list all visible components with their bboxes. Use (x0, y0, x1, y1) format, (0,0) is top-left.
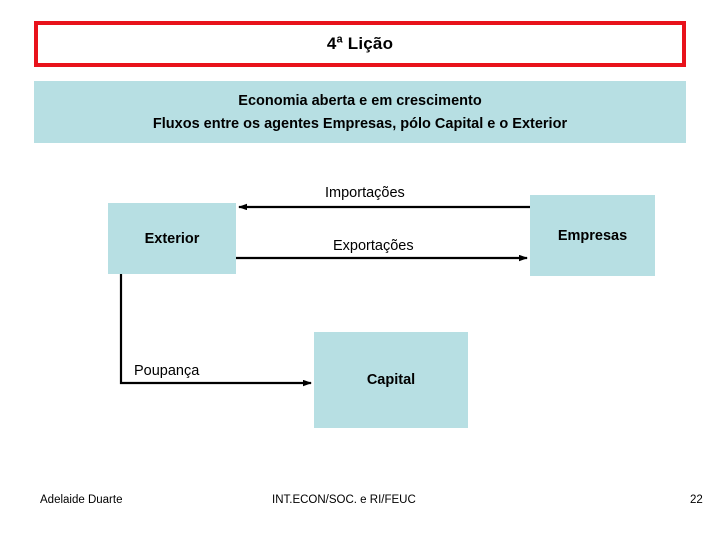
title-ordinal-indicator: a (336, 33, 343, 46)
footer-course: INT.ECON/SOC. e RI/FEUC (272, 494, 416, 506)
title-number: 4 (326, 34, 337, 53)
flow-label-exportacoes: Exportações (333, 238, 414, 254)
lesson-title-box: 4a Lição (34, 21, 686, 67)
title-suffix: Lição (342, 34, 394, 53)
flow-label-importacoes: Importações (325, 185, 405, 201)
footer-author: Adelaide Duarte (40, 494, 123, 506)
page-title: 4a Lição (327, 34, 393, 54)
node-exterior-label: Exterior (144, 230, 200, 247)
slide-footer: Adelaide Duarte INT.ECON/SOC. e RI/FEUC … (0, 494, 720, 514)
flow-label-poupanca: Poupança (134, 363, 200, 379)
node-capital-label: Capital (366, 372, 416, 388)
node-capital: Capital (314, 332, 468, 428)
footer-page-number: 22 (690, 494, 703, 506)
arrow-poupanca (119, 274, 312, 387)
subtitle-line-1: Economia aberta e em crescimento (238, 92, 482, 109)
subtitle-banner: Economia aberta e em crescimento Fluxos … (34, 81, 686, 143)
node-exterior: Exterior (108, 203, 236, 274)
node-empresas: Empresas (530, 195, 655, 276)
node-empresas-label: Empresas (557, 227, 628, 244)
subtitle-line-2: Fluxos entre os agentes Empresas, pólo C… (152, 115, 568, 132)
